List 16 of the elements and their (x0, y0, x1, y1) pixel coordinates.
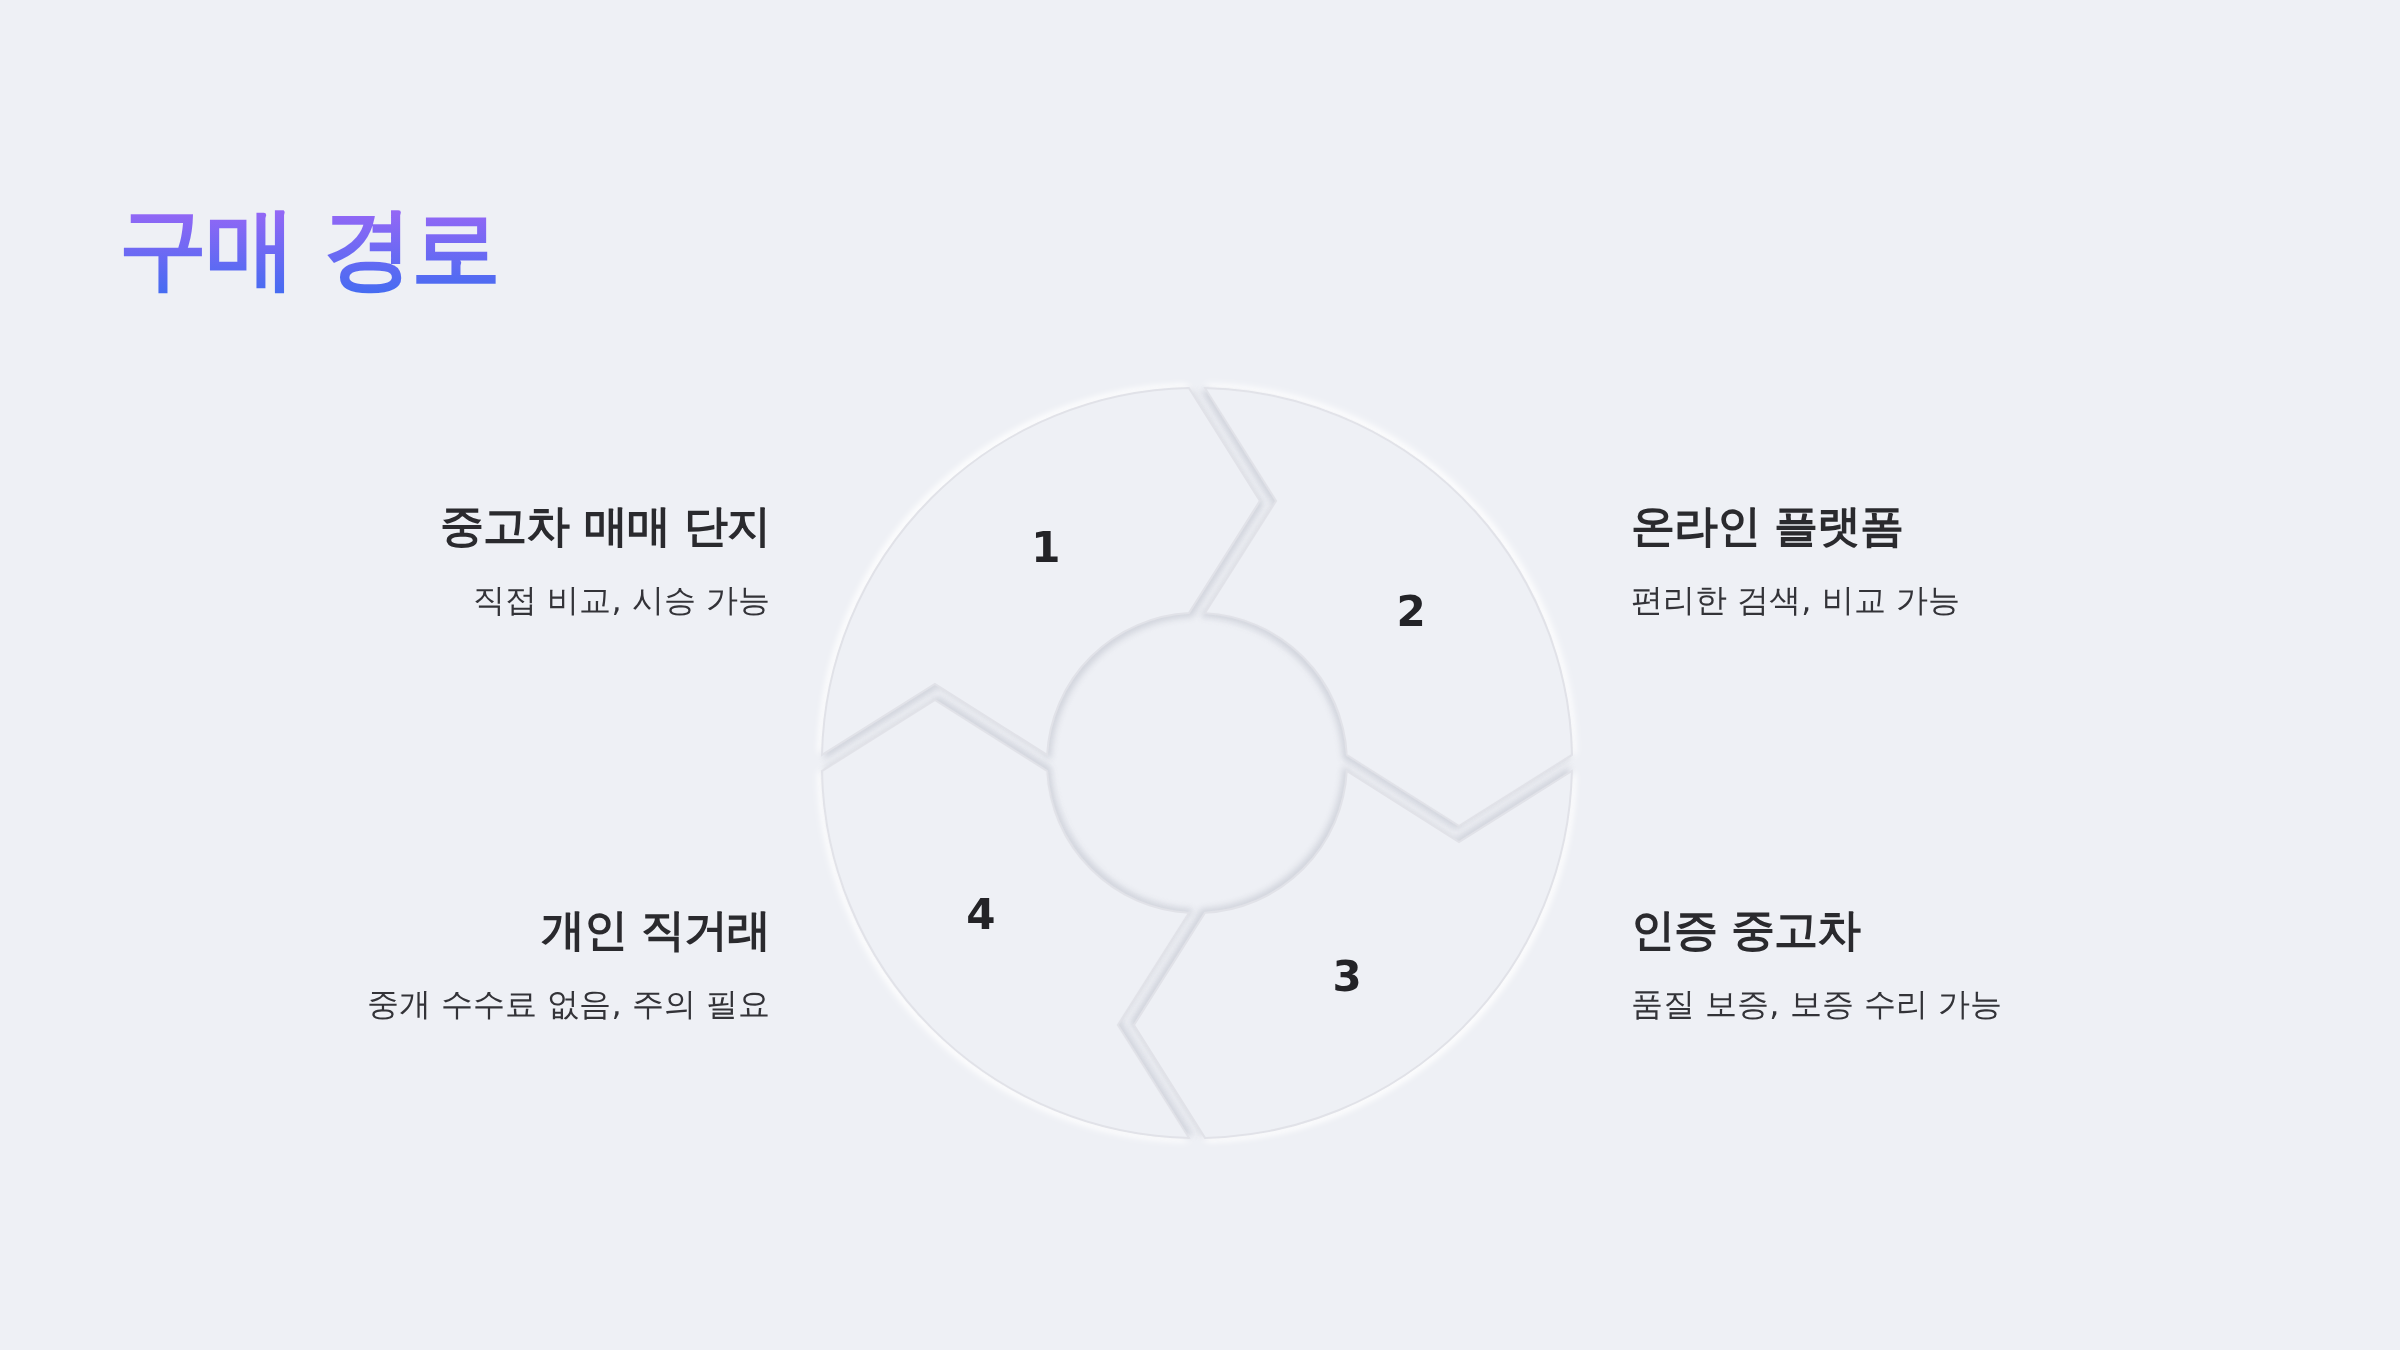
item-description: 직접 비교, 시승 가능 (473, 581, 770, 620)
step-number: 2 (1396, 591, 1426, 633)
item-description: 중개 수수료 없음, 주의 필요 (367, 985, 770, 1024)
step-number: 3 (1332, 956, 1362, 998)
item-heading: 중고차 매매 단지 (440, 500, 770, 553)
step-number: 4 (966, 894, 996, 936)
item-heading: 개인 직거래 (540, 904, 770, 957)
step-number: 1 (1031, 527, 1061, 569)
item-heading: 온라인 플랫폼 (1631, 500, 1904, 553)
item-heading: 인증 중고차 (1631, 904, 1861, 957)
item-description: 편리한 검색, 비교 가능 (1631, 581, 1960, 620)
ring-segment (822, 388, 1260, 755)
ring-segment (822, 700, 1189, 1138)
ring-segment (1134, 771, 1572, 1138)
item-description: 품질 보증, 보증 수리 가능 (1631, 985, 2002, 1024)
ring-segment (1205, 388, 1572, 826)
